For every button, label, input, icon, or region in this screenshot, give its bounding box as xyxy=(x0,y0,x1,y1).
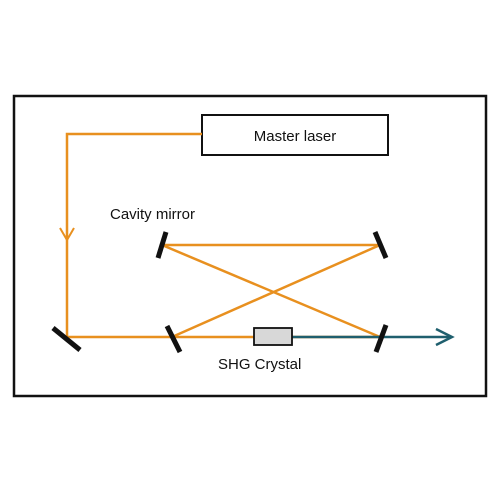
cavity-mirror-top-left xyxy=(155,231,169,259)
cavity-beam-diagonal-up xyxy=(171,243,381,339)
beam-direction-arrow-icon xyxy=(59,227,75,242)
master-laser-box xyxy=(201,114,389,156)
shg-crystal-label: SHG Crystal xyxy=(218,356,301,373)
shg-crystal xyxy=(253,327,293,346)
cavity-mirror-top-right xyxy=(372,231,389,259)
master-laser-label: Master laser xyxy=(254,128,337,145)
mirror-fold-bottom-left xyxy=(51,326,82,352)
cavity-beam-diagonal-down xyxy=(161,243,381,339)
input-beam-path xyxy=(65,132,202,339)
cavity-mirror-bottom-right xyxy=(373,324,389,353)
cavity-mirror-bottom-left xyxy=(164,324,183,354)
output-arrow-icon xyxy=(435,327,455,347)
cavity-mirror-label: Cavity mirror xyxy=(110,206,195,223)
